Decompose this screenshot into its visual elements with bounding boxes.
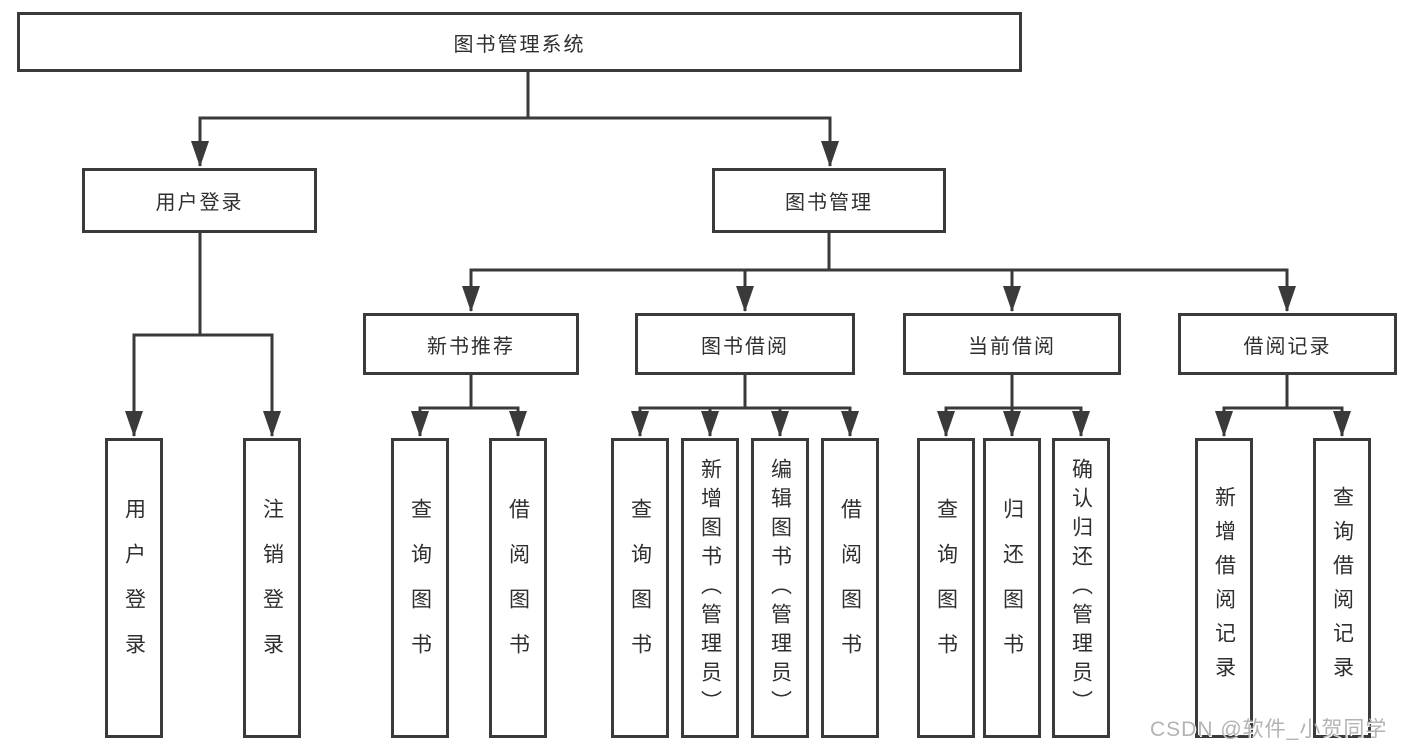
- leaf-borrow-query-books: 查询图书: [611, 438, 669, 738]
- watermark: CSDN @软件_小贺同学: [1150, 718, 1388, 741]
- node-user-login: 用户登录: [82, 168, 317, 233]
- leaf-records-query-borrow-record-label: 查询借阅记录: [1330, 486, 1354, 690]
- leaf-borrow-borrow-books: 借阅图书: [821, 438, 879, 738]
- leaf-current-return-books: 归还图书: [983, 438, 1041, 738]
- leaf-current-query-books: 查询图书: [917, 438, 975, 738]
- leaf-borrow-add-book-admin-label: 新增图书（管理员）: [698, 457, 722, 719]
- node-current-borrowing: 当前借阅: [903, 313, 1121, 375]
- leaf-borrow-add-book-admin: 新增图书（管理员）: [681, 438, 739, 738]
- leaf-current-confirm-return-admin-label: 确认归还（管理员）: [1069, 457, 1093, 719]
- leaf-logout-label: 注销登录: [260, 498, 284, 678]
- leaf-current-confirm-return-admin: 确认归还（管理员）: [1052, 438, 1110, 738]
- leaf-logout: 注销登录: [243, 438, 301, 738]
- leaf-newbook-borrow-books: 借阅图书: [489, 438, 547, 738]
- leaf-newbook-borrow-books-label: 借阅图书: [506, 498, 530, 678]
- node-library-management-system: 图书管理系统: [17, 12, 1022, 72]
- leaf-borrow-edit-book-admin-label: 编辑图书（管理员）: [768, 457, 792, 719]
- node-book-management: 图书管理: [712, 168, 946, 233]
- leaf-borrow-borrow-books-label: 借阅图书: [838, 498, 862, 678]
- leaf-current-return-books-label: 归还图书: [1000, 498, 1024, 678]
- leaf-records-query-borrow-record: 查询借阅记录: [1313, 438, 1371, 738]
- node-new-book-recommendation: 新书推荐: [363, 313, 579, 375]
- leaf-borrow-query-books-label: 查询图书: [628, 498, 652, 678]
- leaf-newbook-query-books-label: 查询图书: [408, 498, 432, 678]
- leaf-current-query-books-label: 查询图书: [934, 498, 958, 678]
- leaf-user-login: 用户登录: [105, 438, 163, 738]
- leaf-borrow-edit-book-admin: 编辑图书（管理员）: [751, 438, 809, 738]
- leaf-user-login-label: 用户登录: [122, 498, 146, 678]
- leaf-records-add-borrow-record: 新增借阅记录: [1195, 438, 1253, 738]
- leaf-records-add-borrow-record-label: 新增借阅记录: [1212, 486, 1236, 690]
- node-borrowing-records: 借阅记录: [1178, 313, 1397, 375]
- node-book-borrowing: 图书借阅: [635, 313, 855, 375]
- leaf-newbook-query-books: 查询图书: [391, 438, 449, 738]
